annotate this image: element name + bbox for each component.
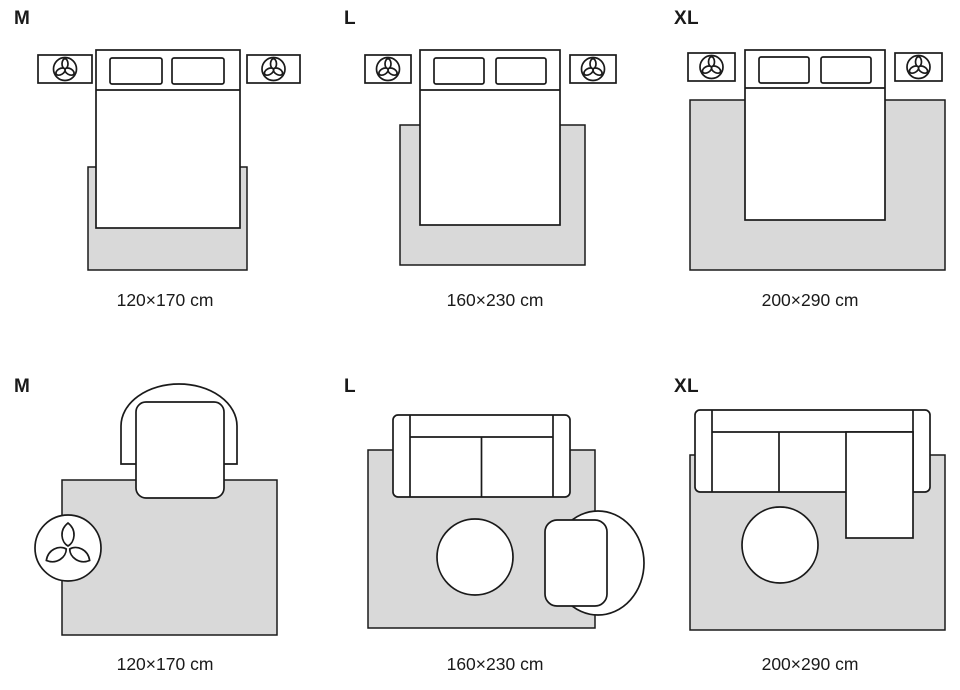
rug-dimensions: 120×170 cm <box>116 654 214 674</box>
plant-icon <box>580 56 606 82</box>
sectional-sofa <box>694 409 931 539</box>
nightstand-right <box>569 54 617 84</box>
living-l-illustration <box>367 414 645 629</box>
size-label: M <box>14 376 31 397</box>
pillow <box>820 56 872 84</box>
panel-bedroom-m: M 120×170 cm <box>0 0 330 345</box>
pillow <box>171 57 225 85</box>
armchair-seat <box>544 519 608 607</box>
bedroom-xl-illustration <box>687 49 946 271</box>
panel-living-xl: XL 200×290 cm <box>660 360 960 690</box>
coffee-table <box>436 518 514 596</box>
plant-icon <box>906 54 931 80</box>
nightstand-right <box>894 52 943 82</box>
rug-dimensions: 200×290 cm <box>761 290 859 310</box>
bedroom-l-illustration <box>364 49 617 266</box>
nightstand-left <box>37 54 93 84</box>
rug-dimensions: 120×170 cm <box>116 290 214 310</box>
size-label: L <box>344 376 356 397</box>
panel-living-m: M 120×170 cm <box>0 360 330 690</box>
rug-dimensions: 160×230 cm <box>446 654 544 674</box>
nightstand-right <box>246 54 301 84</box>
size-label: XL <box>674 376 699 397</box>
side-table <box>34 514 102 582</box>
panel-bedroom-l: L 160×230 cm <box>330 0 660 345</box>
panel-living-l: L 160×230 cm <box>330 360 660 690</box>
armchair <box>544 510 645 616</box>
bed <box>744 49 886 221</box>
bed <box>95 49 241 229</box>
rug-dimensions: 160×230 cm <box>446 290 544 310</box>
nightstand-left <box>687 52 736 82</box>
plant-icon <box>375 56 401 82</box>
plant-icon <box>261 56 286 82</box>
plant-icon <box>699 54 724 80</box>
size-label: M <box>14 8 31 29</box>
pillow <box>758 56 810 84</box>
rug-dimensions: 200×290 cm <box>761 654 859 674</box>
plant-icon <box>52 56 78 82</box>
coffee-table <box>741 506 819 584</box>
size-label: XL <box>674 8 699 29</box>
nightstand-left <box>364 54 412 84</box>
plant-icon <box>34 514 102 582</box>
sofa <box>392 414 571 498</box>
living-xl-illustration <box>689 409 946 631</box>
panel-bedroom-xl: XL 200×290 cm <box>660 0 960 345</box>
living-m-illustration <box>34 383 278 636</box>
pillow <box>495 57 547 85</box>
sofa-chaise <box>845 431 914 539</box>
bedroom-m-illustration <box>37 49 301 271</box>
bed <box>419 49 561 226</box>
size-label: L <box>344 8 356 29</box>
armchair <box>120 383 238 499</box>
pillow <box>109 57 163 85</box>
pillow <box>433 57 485 85</box>
armchair-seat <box>135 401 225 499</box>
